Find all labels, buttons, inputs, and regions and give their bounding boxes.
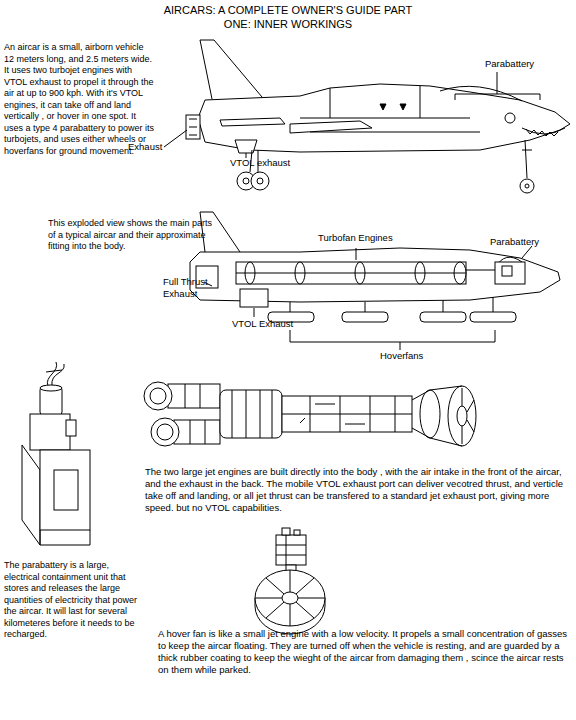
description-text: An aircar is a small, airborn vehicle 12…: [4, 42, 156, 157]
aircar-side-view-part: [290, 121, 372, 133]
parabattery-illustration-part: [54, 470, 78, 510]
turbofan-engine-illustration-part: [282, 396, 412, 432]
aircar-exploded-view-part: [290, 297, 493, 312]
aircar-exploded-view-part: [204, 246, 532, 317]
aircar-side-view-part: [186, 115, 200, 139]
aircar-side-view-part: [251, 172, 269, 190]
aircar-side-view-part: [455, 72, 540, 100]
turbofan-engine-illustration-part: [420, 390, 440, 438]
aircar-side-view-part: [164, 130, 187, 147]
aircar-exploded-view-part: [495, 262, 525, 284]
aircar-side-view-part: [380, 104, 406, 110]
part-label: VTOL Exhaust: [232, 318, 293, 330]
turbofan-engine-illustration-part: [300, 404, 365, 424]
aircar-exploded-view-part: [236, 257, 522, 273]
parabattery-illustration-part: [66, 420, 76, 436]
aircar-side-view-part: [526, 129, 558, 136]
part-label: Exhaust: [128, 141, 162, 153]
description-text: A hover fan is like a small jet engine w…: [158, 628, 576, 676]
aircar-side-view-part: [257, 178, 263, 184]
aircar-side-view-part: [243, 178, 249, 184]
description-text: This exploded view shows the main parts …: [48, 218, 216, 253]
turbofan-engine-illustration-part: [185, 384, 205, 444]
aircar-side-view-part: [525, 184, 529, 188]
turbofan-engine-illustration-part: [151, 418, 179, 446]
parabattery-illustration-part: [40, 385, 62, 391]
aircar-side-view-part: [235, 140, 257, 153]
aircar-exploded-view-part: [502, 266, 512, 276]
page-title: AIRCARS: A COMPLETE OWNER'S GUIDE PART O…: [160, 3, 416, 31]
hoverfan-illustration: [255, 528, 325, 634]
aircar-exploded-view: [190, 212, 560, 350]
turbofan-engine-illustration-part: [150, 388, 166, 404]
turbofan-engine-illustration-part: [157, 424, 173, 440]
part-label: VTOL exhaust: [230, 157, 290, 169]
description-text: The two large jet engines are built dire…: [145, 466, 575, 514]
part-label: Parabattery: [485, 58, 534, 70]
aircar-exploded-view-part: [470, 312, 516, 322]
turbofan-engine-illustration-part: [220, 390, 282, 438]
turbofan-engine-illustration: [144, 382, 476, 446]
parabattery-illustration-part: [30, 414, 70, 450]
aircar-exploded-view-part: [342, 312, 388, 322]
turbofan-engine-illustration-part: [457, 406, 467, 426]
aircar-side-view-part: [189, 119, 197, 135]
aircar-side-view-part: [220, 118, 285, 126]
aircar-exploded-view-part: [420, 312, 466, 322]
parabattery-illustration-part: [40, 386, 62, 416]
turbofan-engine-illustration-part: [448, 386, 476, 446]
parabattery-illustration-part: [22, 445, 40, 545]
turbofan-engine-illustration-part: [282, 396, 412, 432]
aircar-side-view: [164, 40, 570, 193]
hoverfan-illustration-part: [255, 570, 325, 626]
hoverfan-illustration-part: [276, 535, 306, 565]
parabattery-illustration: [22, 362, 90, 545]
hoverfan-illustration-part: [282, 592, 298, 604]
turbofan-engine-illustration-part: [144, 382, 172, 410]
hoverfan-illustration-part: [294, 530, 300, 535]
turbofan-engine-illustration-part: [168, 384, 220, 408]
aircar-side-view-part: [520, 179, 534, 193]
turbofan-engine-illustration-part: [232, 390, 272, 438]
aircar-side-view-part: [200, 40, 262, 99]
turbofan-engine-illustration-part: [462, 388, 474, 444]
part-label: Parabattery: [490, 236, 539, 248]
aircar-side-view-part: [505, 113, 515, 123]
aircar-exploded-view-part: [290, 330, 495, 350]
turbofan-engine-illustration-part: [174, 420, 220, 444]
parabattery-illustration-part: [40, 530, 90, 545]
hoverfan-illustration-part: [255, 570, 325, 626]
parabattery-illustration-part: [46, 362, 64, 386]
turbofan-engine-illustration-part: [412, 386, 462, 446]
part-label: Hoverfans: [380, 350, 423, 362]
description-text: The parabattery is a large, electrical c…: [4, 560, 144, 641]
parabattery-illustration-part: [40, 450, 90, 530]
part-label: Turbofan Engines: [318, 232, 393, 244]
aircar-side-view-part: [250, 140, 532, 178]
hoverfan-illustration-part: [276, 535, 306, 565]
aircar-exploded-view-part: [240, 289, 268, 307]
part-label: Full Thrust Exhaust: [163, 276, 209, 300]
hoverfan-illustration-part: [282, 528, 290, 535]
